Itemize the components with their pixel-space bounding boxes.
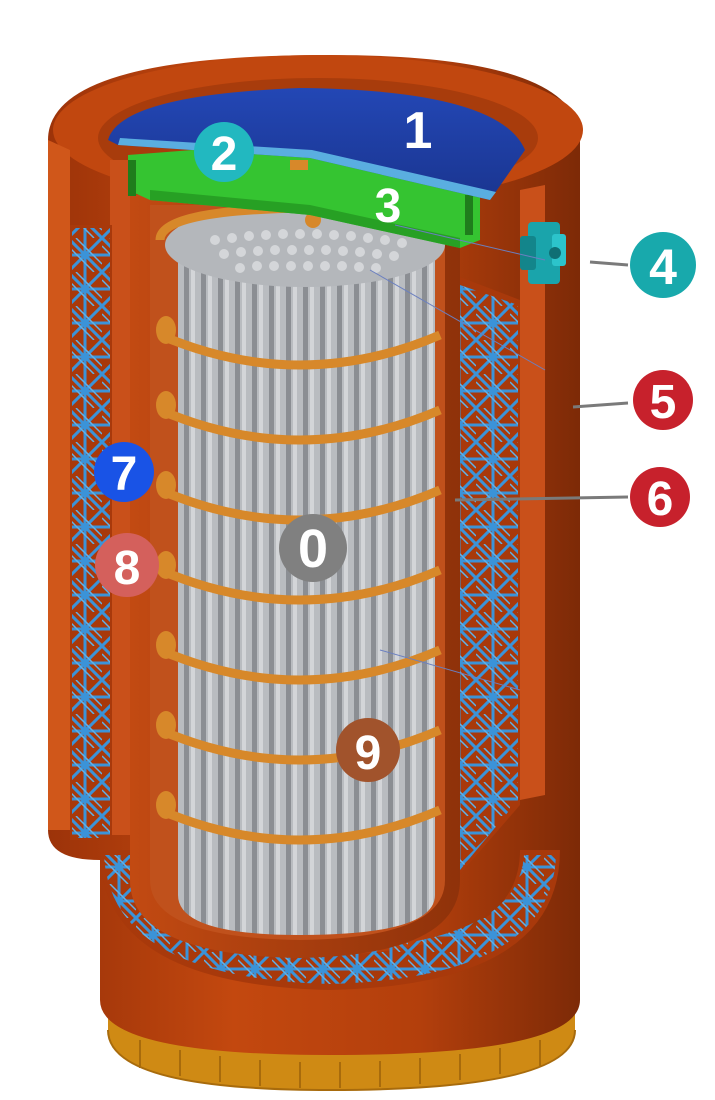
label-7-badge [94, 442, 154, 502]
label-0-text: 0 [298, 519, 328, 579]
label-4: 4 [630, 232, 696, 298]
label-7-text: 7 [111, 448, 138, 501]
label-2: 2 [194, 122, 254, 182]
label-5-text: 5 [650, 376, 677, 429]
label-7: 7 [94, 442, 154, 502]
label-3: 3 [375, 180, 402, 233]
truss-right [455, 275, 520, 880]
label-6-badge [630, 467, 690, 527]
label-8: 8 [95, 533, 159, 597]
lid [108, 88, 525, 200]
leader-6 [454, 495, 629, 502]
label-3-text: 3 [375, 180, 402, 233]
label-8-badge [95, 533, 159, 597]
label-9-badge [336, 718, 400, 782]
label-4-badge [630, 232, 696, 298]
label-1: 1 [404, 102, 433, 160]
thin-guide-lines [369, 224, 546, 691]
label-5-badge [633, 370, 693, 430]
label-8-text: 8 [114, 542, 141, 595]
spacer-ring-left-edges [156, 316, 176, 819]
label-2-badge [194, 122, 254, 182]
label-1-text: 1 [404, 102, 433, 160]
label-9: 9 [336, 718, 400, 782]
label-0: 0 [279, 514, 347, 582]
label-9-text: 9 [355, 727, 382, 780]
truss-left [70, 225, 112, 840]
label-4-text: 4 [649, 239, 677, 295]
label-6: 6 [630, 467, 690, 527]
label-2-text: 2 [211, 128, 238, 181]
side-port [520, 222, 566, 284]
leader-lines [454, 260, 629, 502]
label-5: 5 [633, 370, 693, 430]
leader-5 [572, 401, 629, 409]
label-6-text: 6 [647, 473, 674, 526]
truss-floor [100, 850, 560, 990]
label-0-badge [279, 514, 347, 582]
leader-4 [589, 260, 629, 267]
